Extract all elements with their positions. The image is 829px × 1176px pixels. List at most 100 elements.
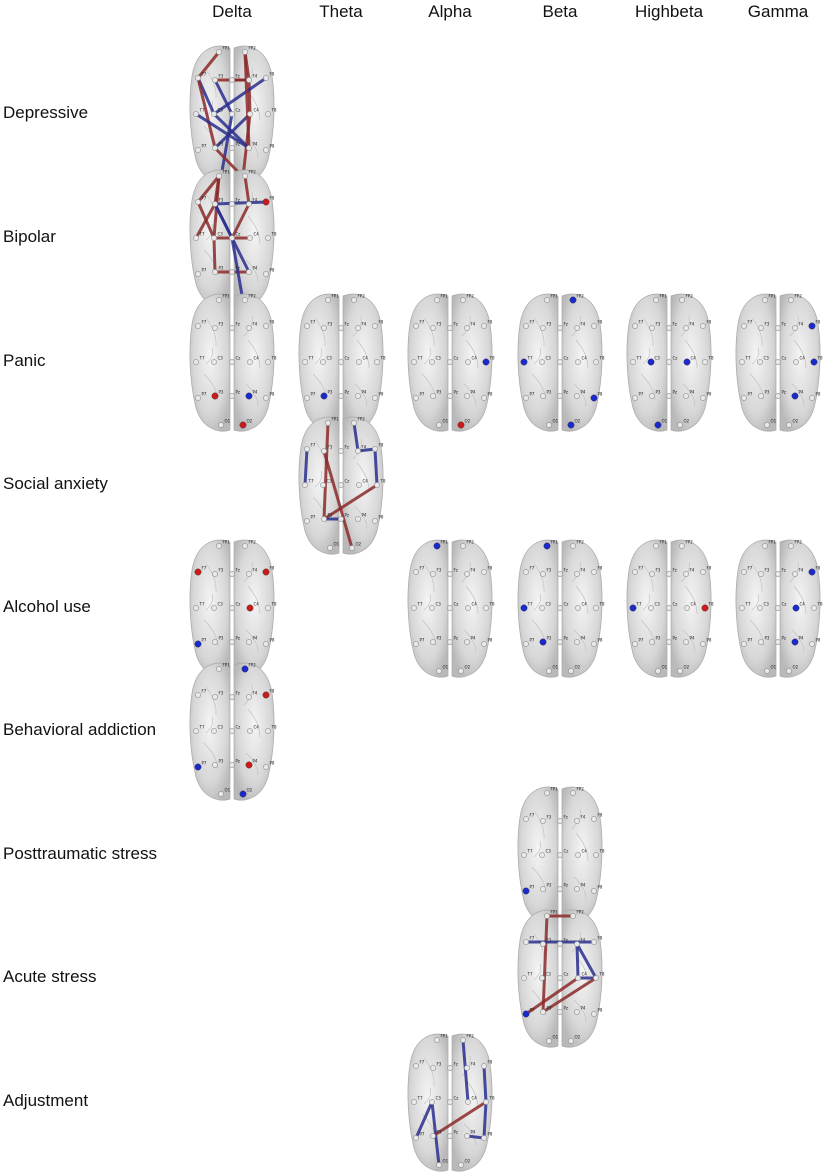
electrode-label: O2 — [356, 542, 362, 547]
sulcus-line — [423, 317, 435, 347]
electrode-label: F7 — [202, 566, 207, 571]
electrode-label: F4 — [253, 198, 258, 203]
electrode-f4 — [792, 571, 798, 577]
electrode-label: T7 — [199, 232, 205, 237]
disorder-label-posttraumatic-stress: Posttraumatic stress — [3, 844, 157, 863]
electrode-c4 — [356, 482, 362, 488]
electrode-label: P7 — [530, 392, 535, 397]
sulcus-line — [245, 383, 259, 407]
electrode-fz — [666, 325, 672, 331]
electrode-label: Cz — [345, 356, 350, 361]
electrode-label: P7 — [202, 268, 207, 273]
sulcus-line — [314, 317, 326, 347]
electrode-label: P8 — [816, 392, 821, 397]
electrode-label: FP1 — [551, 540, 559, 545]
electrode-label: P4 — [690, 636, 695, 641]
electrode-cz — [447, 359, 453, 365]
electrode-c3 — [539, 975, 545, 981]
electrode-label: O1 — [553, 1035, 559, 1040]
electrode-label: F8 — [488, 320, 493, 325]
electrode-label: T8 — [380, 356, 386, 361]
electrode-f7 — [195, 75, 201, 81]
sulcus-line — [205, 686, 217, 716]
sulcus-line — [575, 339, 589, 369]
electrode-f3 — [212, 201, 218, 207]
electrode-label: P4 — [253, 636, 258, 641]
electrode-label: F4 — [581, 568, 586, 573]
electrode-fz — [229, 571, 235, 577]
electrode-fz — [775, 325, 781, 331]
electrode-label: Pz — [673, 390, 678, 395]
electrode-label: Fz — [345, 322, 349, 327]
electrode-fz — [557, 941, 563, 947]
electrode-label: O1 — [225, 419, 231, 424]
electrode-p8 — [591, 888, 597, 894]
electrode-label: O2 — [793, 419, 799, 424]
electrode-label: T7 — [527, 602, 533, 607]
electrode-label: F3 — [437, 1062, 442, 1067]
electrode-label: Cz — [454, 356, 459, 361]
electrode-p3 — [649, 393, 655, 399]
electrode-label: O1 — [225, 788, 231, 793]
electrode-label: P3 — [437, 1130, 442, 1135]
electrode-f3 — [212, 571, 218, 577]
electrode-label: FP1 — [441, 294, 449, 299]
electrode-f4 — [464, 1065, 470, 1071]
electrode-label: T7 — [417, 356, 423, 361]
electrode-t8 — [265, 605, 271, 611]
electrode-label: F7 — [748, 320, 753, 325]
electrode-f8 — [481, 1063, 487, 1069]
electrode-pz — [338, 516, 344, 522]
electrode-p7 — [195, 271, 201, 277]
electrode-f7 — [304, 323, 310, 329]
electrode-label: FP2 — [358, 417, 366, 422]
electrode-label: Fz — [454, 568, 458, 573]
electrode-label: F3 — [219, 568, 224, 573]
electrode-label: Pz — [236, 266, 241, 271]
electrode-p4 — [355, 516, 361, 522]
electrode-label: T8 — [817, 602, 823, 607]
electrode-label: C3 — [218, 356, 224, 361]
electrode-label: Cz — [236, 602, 241, 607]
electrode-label: O2 — [247, 788, 253, 793]
sulcus-line — [684, 585, 698, 615]
electrode-p8 — [481, 395, 487, 401]
electrode-label: P4 — [581, 636, 586, 641]
electrode-fz — [229, 77, 235, 83]
electrode-t8 — [374, 359, 380, 365]
electrode-p7 — [523, 641, 529, 647]
electrode-label: C4 — [363, 356, 369, 361]
electrode-label: F8 — [270, 689, 275, 694]
electrode-label: C4 — [582, 849, 588, 854]
electrode-t7 — [630, 359, 636, 365]
electrode-c3 — [211, 235, 217, 241]
electrode-label: F7 — [202, 689, 207, 694]
disorder-label-adjustment: Adjustment — [3, 1091, 89, 1110]
electrode-label: F8 — [379, 320, 384, 325]
electrode-o1 — [218, 422, 224, 428]
electrode-label: C3 — [546, 356, 552, 361]
electrode-f8 — [700, 323, 706, 329]
electrode-label: T8 — [271, 232, 277, 237]
sulcus-line — [423, 593, 432, 611]
sulcus-line — [640, 619, 656, 647]
electrode-label: FP1 — [660, 540, 668, 545]
electrode-label: T8 — [271, 725, 277, 730]
electrode-label: P8 — [379, 392, 384, 397]
electrode-label: P7 — [748, 638, 753, 643]
electrode-label: F7 — [420, 566, 425, 571]
electrode-p8 — [809, 395, 815, 401]
electrode-label: C4 — [691, 356, 697, 361]
electrode-f7 — [741, 569, 747, 575]
electrode-label: F7 — [311, 320, 316, 325]
electrode-label: C4 — [800, 356, 806, 361]
electrode-label: F4 — [799, 322, 804, 327]
electrode-t8 — [265, 111, 271, 117]
electrode-label: T7 — [527, 356, 533, 361]
electrode-label: P7 — [311, 515, 316, 520]
electrode-label: C3 — [436, 1096, 442, 1101]
electrode-p4 — [246, 269, 252, 275]
connection-F3-Cz — [213, 202, 234, 240]
